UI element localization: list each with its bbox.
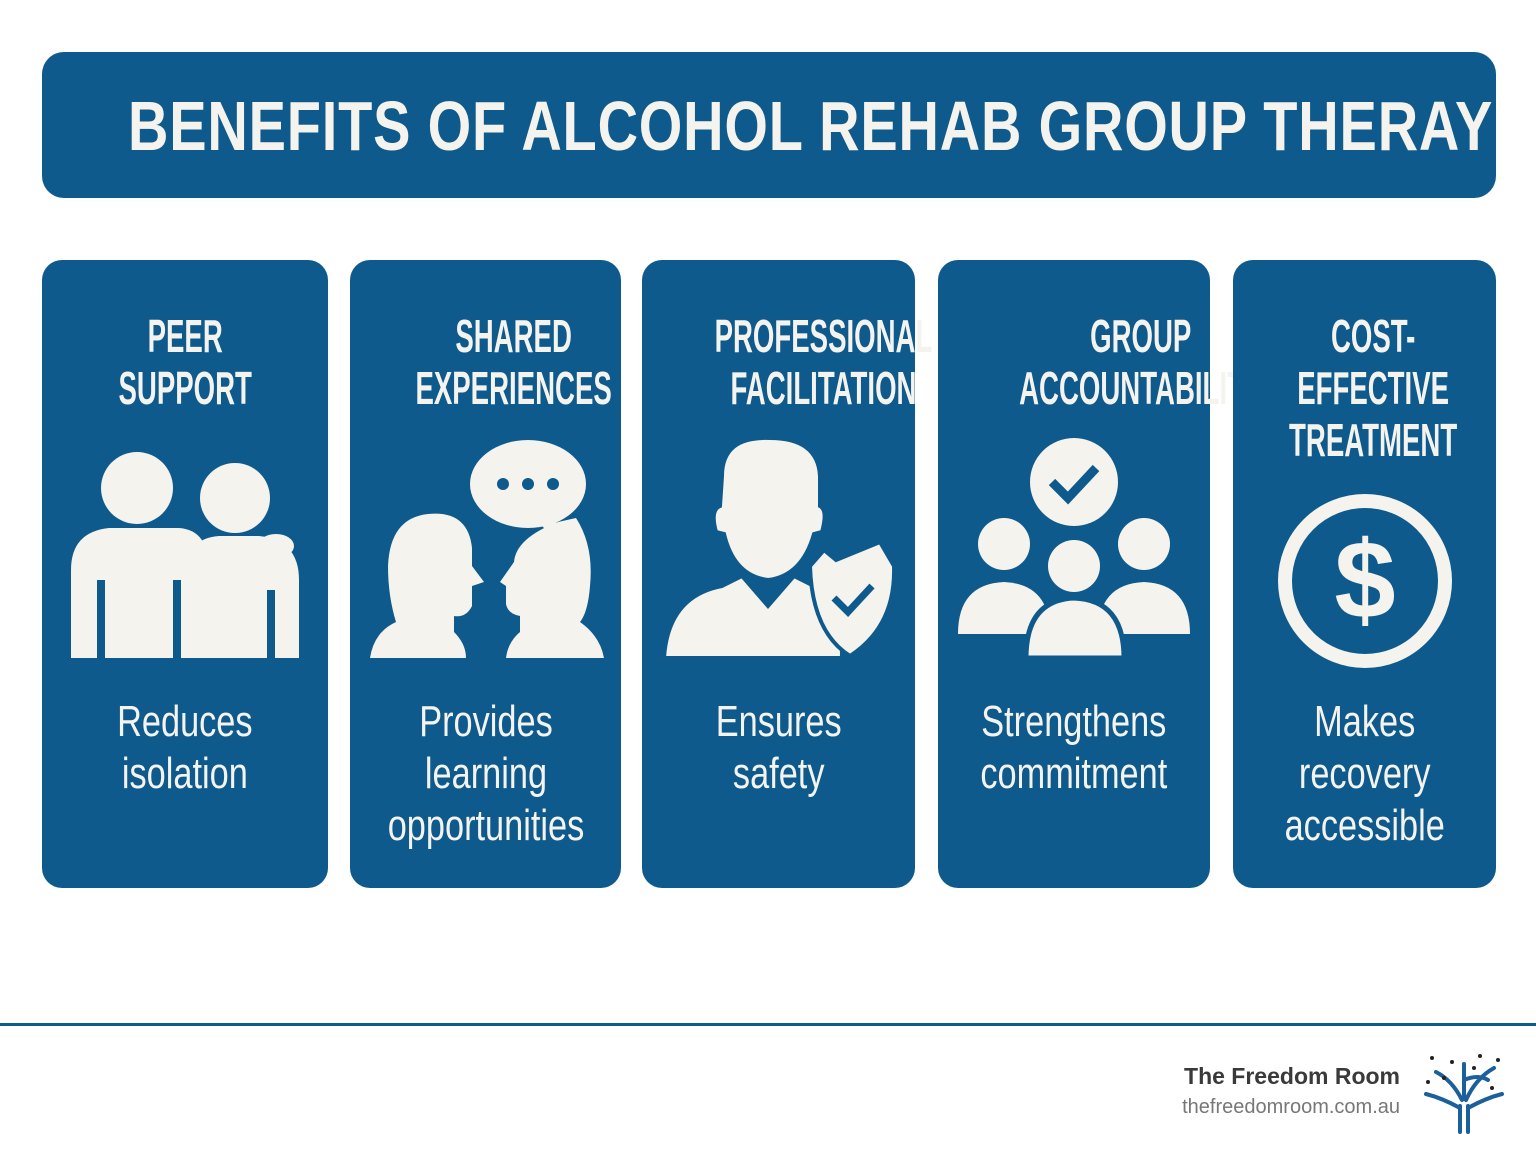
professional-shield-icon (661, 436, 896, 660)
brand-url[interactable]: thefreedomroom.com.au (1182, 1096, 1400, 1118)
group-check-icon (958, 438, 1190, 660)
footer-brand: The Freedom Room thefreedomroom.com.au (1182, 1063, 1400, 1119)
conversation-heads-icon (369, 440, 604, 658)
card-group-accountability: GROUP ACCOUNTABILITY Strengthens commitm… (938, 260, 1262, 888)
tree-hands-logo-icon (1424, 1054, 1504, 1134)
card-shared-experiences: SHARED EXPERIENCES Provides learning opp… (350, 260, 621, 888)
card-description: Makes recovery accessible (1284, 697, 1445, 850)
brand-name: The Freedom Room (1184, 1063, 1400, 1089)
page-title: BENEFITS OF ALCOHOL REHAB GROUP THERAY (128, 87, 1494, 165)
card-description: Provides learning opportunities (387, 697, 584, 850)
card-professional-facilitation: PROFESSIONAL FACILITATION Ensures safety (642, 260, 932, 888)
title-banner (42, 52, 1496, 198)
card-title: COST- EFFECTIVE TREATMENT (1289, 310, 1458, 466)
card-description: Ensures safety (715, 697, 842, 798)
card-description: Strengthens commitment (980, 697, 1168, 798)
card-title: GROUP ACCOUNTABILITY (1019, 310, 1263, 414)
card-title: SHARED EXPERIENCES (415, 310, 612, 414)
card-description: Reduces isolation (117, 697, 253, 798)
card-cost-effective-treatment: COST- EFFECTIVE TREATMENT $ Makes recove… (1233, 260, 1496, 888)
svg-text:$: $ (1334, 519, 1395, 642)
card-peer-support: PEER SUPPORT Reduces isolation (42, 260, 328, 888)
footer-divider (0, 1023, 1536, 1026)
card-title: PEER SUPPORT (118, 310, 252, 414)
card-title: PROFESSIONAL FACILITATION (714, 310, 933, 414)
two-people-icon (71, 452, 299, 658)
dollar-coin-icon: $ (1277, 494, 1452, 668)
